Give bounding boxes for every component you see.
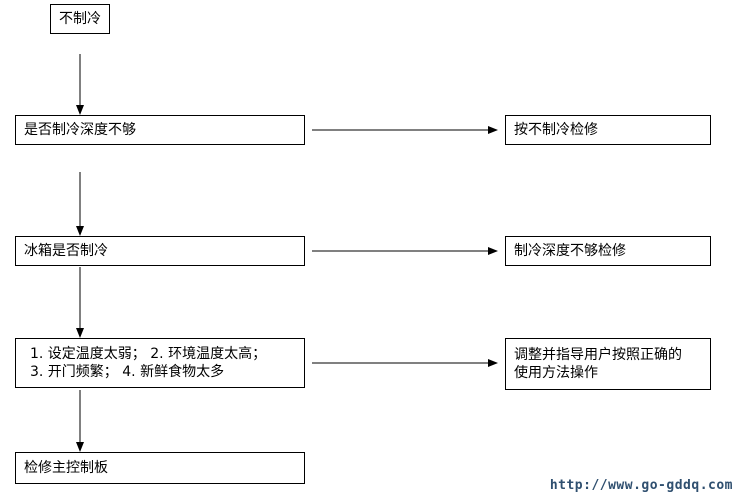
q1-node: 是否制冷深度不够 — [15, 115, 305, 145]
a3-line-2: 使用方法操作 — [514, 365, 598, 381]
q1-node-label: 是否制冷深度不够 — [24, 122, 136, 138]
start-node: 不制冷 — [50, 4, 110, 34]
a1-node: 按不制冷检修 — [505, 115, 711, 145]
a3-node: 调整并指导用户按照正确的 使用方法操作 — [505, 338, 711, 390]
end-node-label: 检修主控制板 — [24, 460, 108, 476]
watermark-url: http://www.go-gddq.com — [549, 478, 733, 493]
q2-node: 冰箱是否制冷 — [15, 236, 305, 266]
a2-node: 制冷深度不够检修 — [505, 236, 711, 266]
causes-node: 1. 设定温度太弱； 2. 环境温度太高； 3. 开门频繁； 4. 新鲜食物太多 — [15, 338, 305, 388]
q2-node-label: 冰箱是否制冷 — [24, 243, 108, 259]
a1-node-label: 按不制冷检修 — [514, 122, 598, 138]
a3-line-1: 调整并指导用户按照正确的 — [514, 347, 682, 363]
causes-line-1: 1. 设定温度太弱； 2. 环境温度太高； — [30, 346, 267, 362]
causes-line-2: 3. 开门频繁； 4. 新鲜食物太多 — [30, 364, 225, 380]
start-node-label: 不制冷 — [59, 11, 101, 27]
a2-node-label: 制冷深度不够检修 — [514, 243, 626, 259]
end-node: 检修主控制板 — [15, 452, 305, 484]
